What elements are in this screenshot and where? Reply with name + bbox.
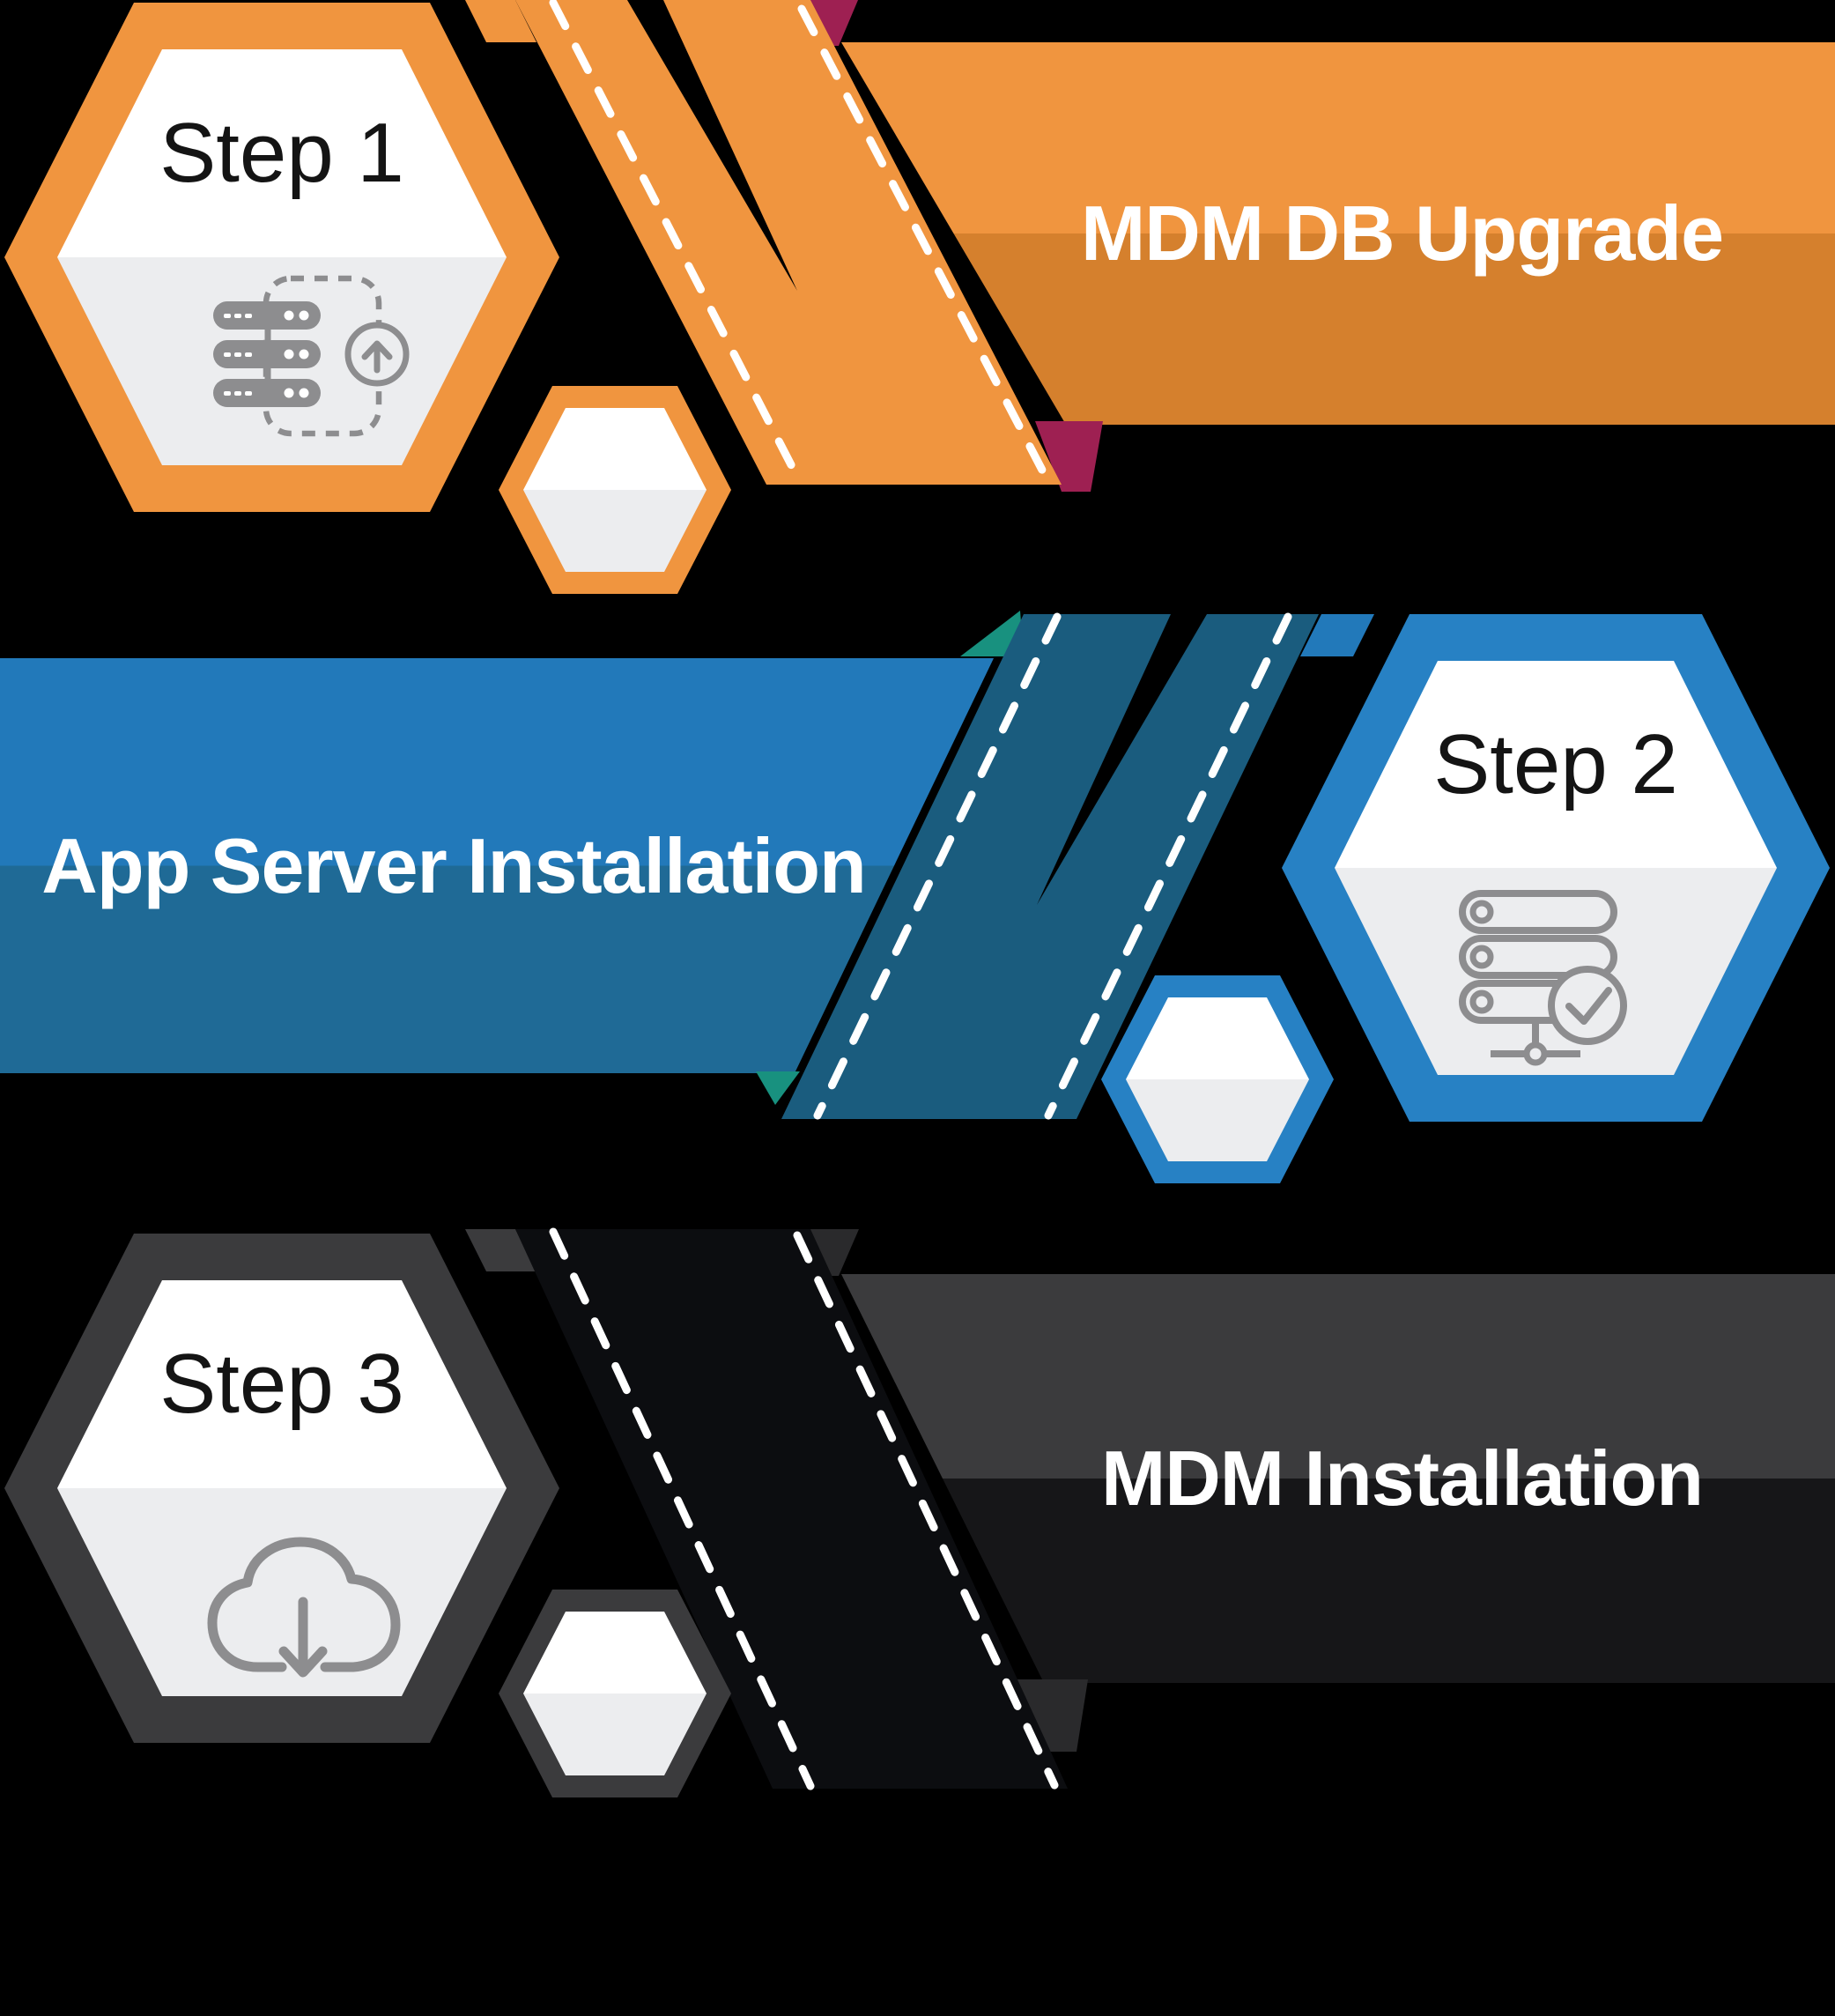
step1-road-dash-left [549, 0, 804, 486]
step2-road [781, 614, 1319, 1119]
step1-road-notch [627, 0, 797, 291]
step1-road-dash-right [797, 4, 1051, 483]
step3-band [841, 1274, 1835, 1683]
step2-fold-top [960, 611, 1024, 656]
step1-small-hexagon-inner [523, 408, 707, 572]
step1-ribbon-start [465, 0, 536, 42]
check-circle [1548, 966, 1627, 1045]
step2-road-notch [1037, 614, 1207, 905]
step2-ribbon-start [1300, 614, 1374, 656]
step3-road [515, 1229, 1068, 1789]
step3-road-dash-right [793, 1231, 1059, 1790]
step2-ribbon [0, 611, 1374, 1120]
step3-hexagon-inner [57, 1280, 507, 1696]
cloud-download-icon [207, 1537, 401, 1678]
step1-small-hexagon [499, 386, 731, 594]
step3-hexagon [4, 1234, 559, 1743]
step2-hexagon [1282, 614, 1830, 1122]
step2-small-hexagon [1101, 975, 1334, 1183]
step3-fold-bottom [1013, 1679, 1088, 1752]
step1-ribbon [465, 0, 1835, 492]
step1-band [841, 42, 1835, 425]
step3-small-hexagon-inner [523, 1612, 707, 1775]
up-arrow-icon [361, 340, 393, 374]
network-node [1491, 1020, 1580, 1066]
step1-road [515, 0, 1062, 485]
step1-hexagon [4, 3, 559, 512]
database-upgrade-icon [213, 275, 410, 437]
step2-hexagon-inner [1335, 661, 1777, 1075]
step2-road-dash-right [1044, 612, 1292, 1120]
server-check-icon [1459, 890, 1627, 1066]
step2-road-dash-left [813, 612, 1062, 1120]
step3-ribbon [465, 1227, 1835, 1790]
step3-road-dash-left [549, 1227, 815, 1790]
step3-ribbon-start [465, 1229, 536, 1271]
step3-small-hexagon [499, 1590, 731, 1797]
step2-band [0, 658, 994, 1073]
step1-fold-bottom [1035, 421, 1103, 492]
checkmark-icon [1565, 987, 1612, 1025]
step2-fold-bottom [756, 1071, 800, 1105]
step2-small-hexagon-inner [1126, 997, 1309, 1161]
down-arrow-icon [278, 1597, 328, 1678]
